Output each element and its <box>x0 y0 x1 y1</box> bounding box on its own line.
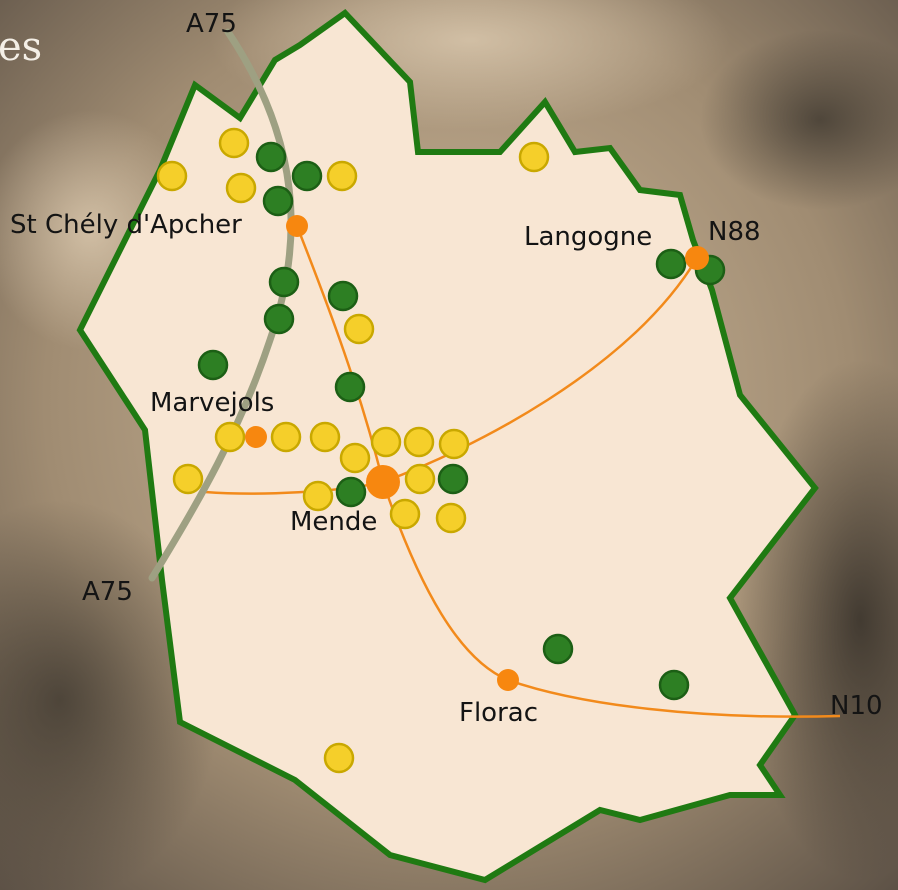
green-site-marker[interactable] <box>437 463 469 495</box>
green-site-marker[interactable] <box>327 280 359 312</box>
yellow-site-marker[interactable] <box>518 141 550 173</box>
yellow-site-marker[interactable] <box>214 421 246 453</box>
town-dot-mende[interactable] <box>366 465 400 499</box>
town-dot-langogne[interactable] <box>685 246 709 270</box>
yellow-site-marker[interactable] <box>438 428 470 460</box>
green-site-marker[interactable] <box>197 349 229 381</box>
terrain-shadow-northeast <box>700 30 898 210</box>
yellow-site-marker[interactable] <box>339 442 371 474</box>
yellow-site-marker[interactable] <box>156 160 188 192</box>
label-a75-south: A75 <box>82 577 133 607</box>
label-mende: Mende <box>290 507 377 537</box>
green-site-marker[interactable] <box>542 633 574 665</box>
green-site-marker[interactable] <box>262 185 294 217</box>
town-dot-florac[interactable] <box>497 669 519 691</box>
header-fragment: es <box>0 24 42 70</box>
yellow-site-marker[interactable] <box>326 160 358 192</box>
label-layer: A75 A75 N88 N10 St Chély d'Apcher Langog… <box>10 9 883 728</box>
label-n88: N88 <box>708 217 761 247</box>
yellow-site-marker[interactable] <box>270 421 302 453</box>
label-a75-north: A75 <box>186 9 237 39</box>
yellow-site-marker[interactable] <box>343 313 375 345</box>
road-florac-n10 <box>507 678 841 718</box>
green-site-marker[interactable] <box>655 248 687 280</box>
green-site-marker[interactable] <box>658 669 690 701</box>
green-site-marker[interactable] <box>334 371 366 403</box>
yellow-site-marker[interactable] <box>302 480 334 512</box>
green-site-marker[interactable] <box>291 160 323 192</box>
yellow-site-marker[interactable] <box>389 498 421 530</box>
green-site-marker[interactable] <box>268 266 300 298</box>
town-dot-st-chely[interactable] <box>286 215 308 237</box>
label-st-chely: St Chély d'Apcher <box>10 210 242 240</box>
yellow-site-marker[interactable] <box>435 502 467 534</box>
green-site-marker[interactable] <box>335 476 367 508</box>
label-marvejols: Marvejols <box>150 388 274 418</box>
yellow-site-marker[interactable] <box>404 463 436 495</box>
yellow-site-marker[interactable] <box>225 172 257 204</box>
label-n10: N10 <box>830 691 883 721</box>
label-langogne: Langogne <box>524 222 652 252</box>
green-site-marker[interactable] <box>263 303 295 335</box>
motorway-a75 <box>148 28 295 582</box>
town-dot-marvejols[interactable] <box>245 426 267 448</box>
marker-layer <box>156 127 726 774</box>
yellow-site-marker[interactable] <box>323 742 355 774</box>
label-florac: Florac <box>459 698 538 728</box>
town-layer <box>245 215 709 691</box>
green-site-marker[interactable] <box>255 141 287 173</box>
yellow-site-marker[interactable] <box>309 421 341 453</box>
yellow-site-marker[interactable] <box>172 463 204 495</box>
road-mende-west <box>204 480 384 495</box>
yellow-site-marker[interactable] <box>370 426 402 458</box>
yellow-site-marker[interactable] <box>218 127 250 159</box>
yellow-site-marker[interactable] <box>403 426 435 458</box>
